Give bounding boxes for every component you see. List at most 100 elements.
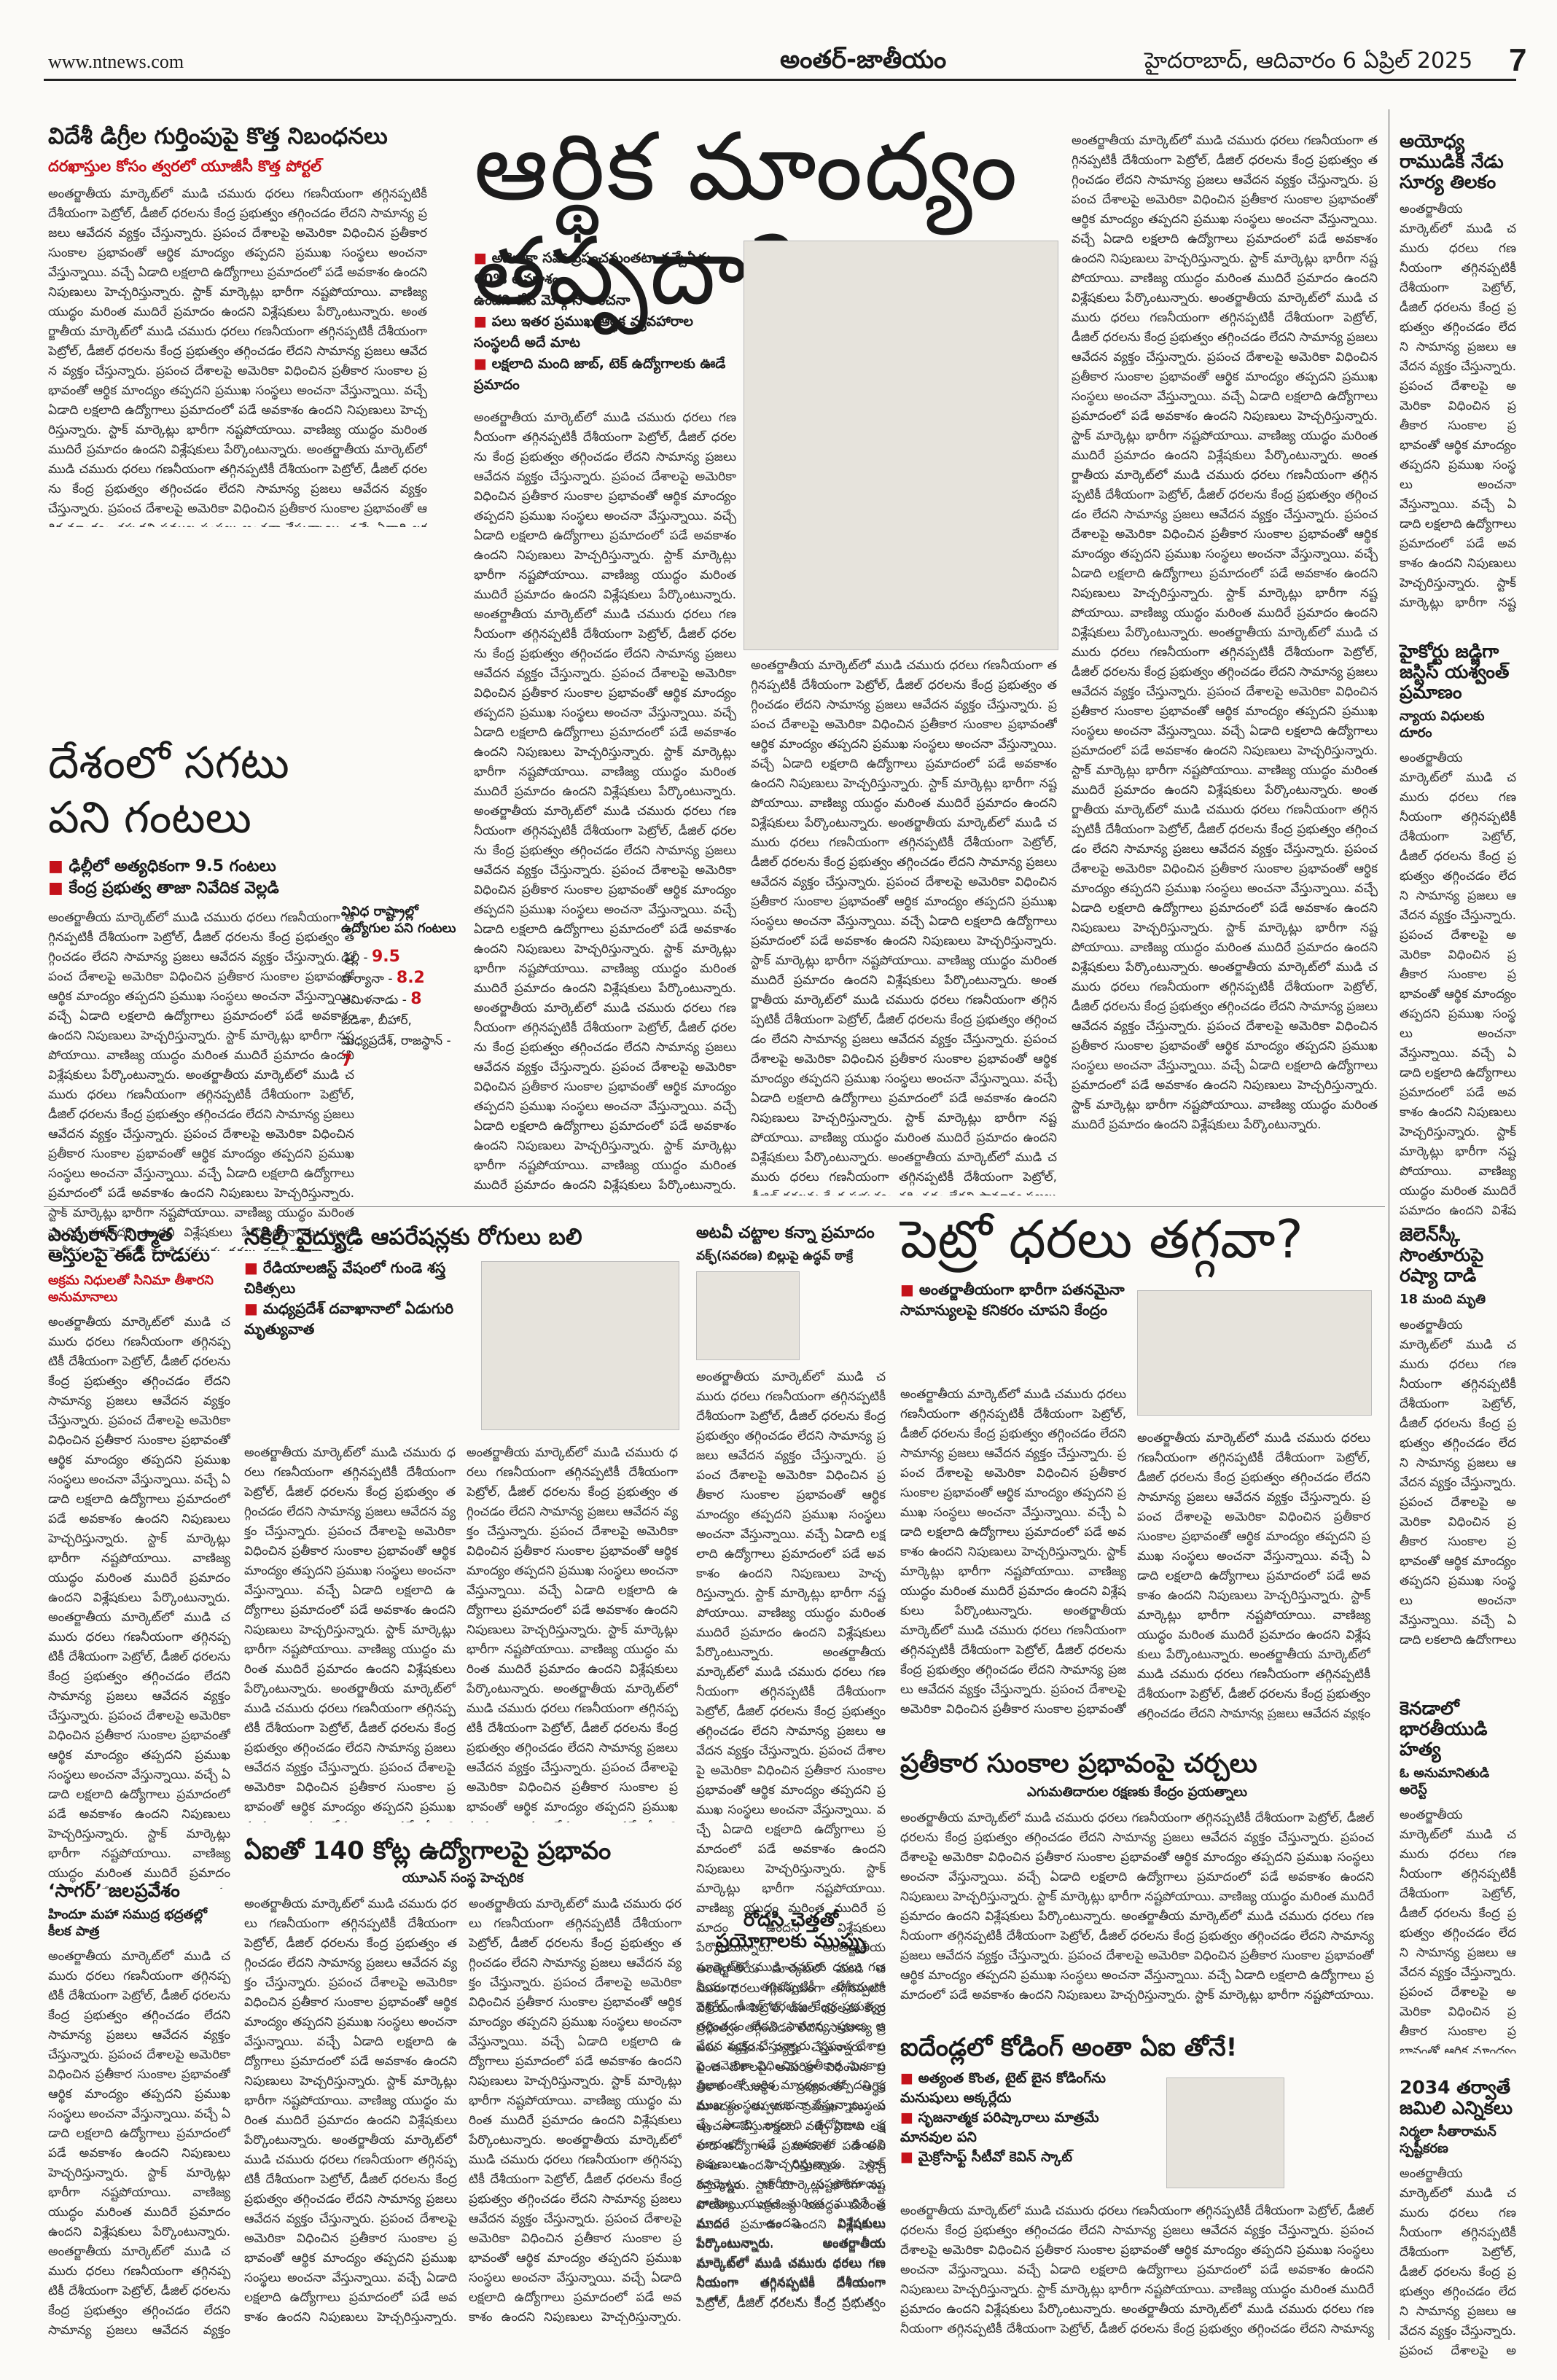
worktime-row: హర్యానా - 8.2 xyxy=(341,968,458,989)
empuraan-body: అంతర్జాతీయ మార్కెట్‌లో ముడి చమురు ధరలు గ… xyxy=(48,1315,230,1889)
hc-judge-subtitle: న్యాయ విధులకు దూరం xyxy=(1400,709,1485,741)
degrees-title: విదేశీ డిగ్రీల గుర్తింపుపై కొత్త నిబంధనల… xyxy=(48,123,388,149)
lead-bullet-3: ■ పలు ఇతర ప్రముఖ ఆర్థిక వ్యవహారాల సంస్థల… xyxy=(474,313,694,351)
worktime-row: ఢిల్లీ - 9.5 xyxy=(341,947,458,968)
hc-judge-article: హైకోర్టు జడ్జిగా జస్టిస్ యశ్వంత్ ప్రమాణం… xyxy=(1400,641,1516,1216)
worktime-row-value: 7 xyxy=(341,1052,353,1070)
space-debris-article: రోదసి చెత్తతో ప్రయోగాలకు ముప్పు అంతర్జాత… xyxy=(696,1909,886,2317)
ai-jobs-subtitle: యూఎన్ సంస్థ హెచ్చరిక xyxy=(402,1870,524,1887)
lead-body-col-2: అంతర్జాతీయ మార్కెట్‌లో ముడి చమురు ధరలు గ… xyxy=(751,658,1057,1195)
forest-law-subtitle: వక్ఫ్(సవరణ) బిల్లుపై ఉద్ధవ్ ఠాక్రే xyxy=(696,1248,854,1263)
hc-judge-title: హైకోర్టు జడ్జిగా జస్టిస్ యశ్వంత్ ప్రమాణం xyxy=(1400,641,1510,703)
ayodhya-article: అయోధ్య రాముడికి నేడు సూర్య తిలకం అంతర్జా… xyxy=(1400,131,1516,615)
canada-article: కెనడాలో భారతీయుడి హత్య ఓ అనుమానితుడి అరె… xyxy=(1400,1698,1516,2054)
degrees-subtitle: దరఖాస్తుల కోసం త్వరలో యూజీసీ కొత్త పోర్ట… xyxy=(48,157,321,175)
space-debris-body: అంతర్జాతీయ మార్కెట్‌లో ముడి చమురు ధరలు గ… xyxy=(696,1962,886,2317)
petrol-title: పెట్రో ధరలు తగ్గవా? xyxy=(900,1209,1303,1270)
empuraan-title: ఎంపురాన్ నిర్మాత ఆస్తులపై ఈడీ దాడులు xyxy=(48,1224,210,1265)
fake-doctor-bullet-1: ■ రేడియాలజిస్ట్ వేషంలో గుండె శస్త్ర చికి… xyxy=(244,1258,446,1297)
fake-doctor-title: నకిలీ వైద్యుడి ఆపరేషన్లకు రోగులు బలి xyxy=(244,1224,582,1250)
empuraan-article: ఎంపురాన్ నిర్మాత ఆస్తులపై ఈడీ దాడులు అక్… xyxy=(48,1225,230,1889)
petrol-body-1: అంతర్జాతీయ మార్కెట్‌లో ముడి చమురు ధరలు గ… xyxy=(900,1387,1126,1717)
site-url[interactable]: www.ntnews.com xyxy=(48,51,184,72)
coding-body: అంతర్జాతీయ మార్కెట్‌లో ముడి చమురు ధరలు గ… xyxy=(900,2204,1374,2336)
counter-tariff-body: అంతర్జాతీయ మార్కెట్‌లో ముడి చమురు ధరలు గ… xyxy=(900,1810,1374,2002)
ai-jobs-body-2: అంతర్జాతీయ మార్కెట్‌లో ముడి చమురు ధరలు గ… xyxy=(469,1896,682,2325)
worktime-bullet-2: ■ కేంద్ర ప్రభుత్వ తాజా నివేదిక వెల్లడి xyxy=(48,879,279,897)
counter-tariff-title: ప్రతీకార సుంకాల ప్రభావంపై చర్చలు xyxy=(900,1749,1257,1779)
fake-doctor-bullet-2: ■ మధ్యప్రదేశ్ దవాఖానాలో ఏడుగురి మృత్యువా… xyxy=(244,1299,454,1338)
ai-jobs-article: ఏఐతో 140 కోట్ల ఉద్యోగాలపై ప్రభావం యూఎన్ … xyxy=(244,1837,682,2325)
petrol-body-2: అంతర్జాతీయ మార్కెట్‌లో ముడి చమురు ధరలు గ… xyxy=(1137,1431,1370,1720)
counter-tariff-subtitle: ఎగుమతిదారుల రక్షణకు కేంద్రం ప్రయత్నాలు xyxy=(1027,1784,1247,1800)
coding-article: ఐదేండ్లలో కోడింగ్ అంతా ఏఐ తోనే! ■ అత్యంత… xyxy=(900,2034,1374,2167)
worktime-row: తమిళనాడు - 8 xyxy=(341,989,458,1010)
worktime-bullet-1: ■ ఢిల్లీలో అత్యధికంగా 9.5 గంటలు xyxy=(48,857,276,875)
page-number: 7 xyxy=(1509,42,1527,78)
zelensky-article: జెలెన్‌స్కీ సొంతూరుపై రష్యా దాడి 18 మంది… xyxy=(1400,1225,1516,1644)
ai-jobs-body-1: అంతర్జాతీయ మార్కెట్‌లో ముడి చమురు ధరలు గ… xyxy=(244,1896,457,2325)
worktime-row-state: ఒడిశా, బీహార్, మధ్యప్రదేశ్, రాజస్థాన్ - xyxy=(341,1013,451,1048)
ai-jobs-title: ఏఐతో 140 కోట్ల ఉద్యోగాలపై ప్రభావం xyxy=(244,1836,612,1865)
worktime-table-title: వివిధ రాష్ట్రాల్లో ఉద్యోగుల పని గంటలు xyxy=(341,904,456,936)
sagar-subtitle: హిందూ మహా సముద్ర భద్రతల్లో కీలక పాత్ర xyxy=(48,1907,208,1939)
elections-subtitle: నిర్మలా సీతారామన్ స్పష్టీకరణ xyxy=(1400,2124,1496,2156)
lead-bullet-4: ■ లక్షలాది మంది జాబ్, టెక్ ఉద్యోగాలకు ఊడ… xyxy=(474,356,726,393)
canada-subtitle: ఓ అనుమానితుడి అరెస్ట్ xyxy=(1400,1766,1490,1798)
uddhav-photo xyxy=(696,1271,800,1360)
zelensky-subtitle: 18 మంది మృతి xyxy=(1400,1292,1486,1307)
sagar-title: ‘సాగర్’ జలప్రవేశం xyxy=(48,1880,180,1901)
petrol-article: పెట్రో ధరలు తగ్గవా? ■ అంతర్జాతీయంగా భారీ… xyxy=(900,1210,1374,1320)
worktime-row: ఒడిశా, బీహార్, మధ్యప్రదేశ్, రాజస్థాన్ - … xyxy=(341,1010,458,1072)
lead-body-col-3: అంతర్జాతీయ మార్కెట్‌లో ముడి చమురు ధరలు గ… xyxy=(1072,133,1378,1132)
lead-bullet-2: ఉందని జేపీ మోర్గాన్ అంచనా xyxy=(474,292,631,308)
elections-title: 2034 తర్వాతే జమిలి ఎన్నికలు xyxy=(1400,2077,1513,2118)
zelensky-title: జెలెన్‌స్కీ సొంతూరుపై రష్యా దాడి xyxy=(1400,1224,1484,1286)
fake-doctor-body-2: అంతర్జాతీయ మార్కెట్‌లో ముడి చమురు ధరలు గ… xyxy=(467,1445,678,1822)
hc-judge-body: అంతర్జాతీయ మార్కెట్‌లో ముడి చమురు ధరలు గ… xyxy=(1400,751,1516,1215)
page-header: www.ntnews.com అంతర్-జాతీయం హైదరాబాద్, ఆ… xyxy=(0,0,1557,78)
sagar-article: ‘సాగర్’ జలప్రవేశం హిందూ మహా సముద్ర భద్రత… xyxy=(48,1881,230,2341)
zelensky-body: అంతర్జాతీయ మార్కెట్‌లో ముడి చమురు ధరలు గ… xyxy=(1400,1317,1516,1644)
section-name: అంతర్-జాతీయం xyxy=(780,45,947,74)
coding-bullet-3: ■ మైక్రోసాఫ్ట్ సీటీవో కెవిన్ స్కాట్ xyxy=(900,2149,1073,2166)
worktime-body: అంతర్జాతీయ మార్కెట్‌లో ముడి చమురు ధరలు గ… xyxy=(48,910,354,1251)
coding-bullet-1: ■ అత్యంత కొంత, టైట్ బైన కోడింగ్‌ను మనుషు… xyxy=(900,2070,1106,2107)
worktime-row-value: 8 xyxy=(410,990,422,1008)
worktime-row-state: హర్యానా - xyxy=(341,972,397,986)
empuraan-subtitle: అక్రమ నిధులతో సినిమా తీశారని అనుమానాలు xyxy=(48,1273,214,1305)
petrol-bullet-1: ■ అంతర్జాతీయంగా భారీగా పతనమైనా సామాన్యుల… xyxy=(900,1280,1125,1319)
worktime-table: వివిధ రాష్ట్రాల్లో ఉద్యోగుల పని గంటలు ఢి… xyxy=(341,904,458,1072)
forest-law-body: అంతర్జాతీయ మార్కెట్‌లో ముడి చమురు ధరలు గ… xyxy=(696,1369,886,2301)
worktime-row-state: ఢిల్లీ - xyxy=(341,951,372,965)
fake-doctor-body-1: అంతర్జాతీయ మార్కెట్‌లో ముడి చమురు ధరలు గ… xyxy=(244,1445,456,1822)
worktime-row-value: 8.2 xyxy=(396,969,425,987)
coding-title: ఐదేండ్లలో కోడింగ్ అంతా ఏఐ తోనే! xyxy=(900,2033,1238,2062)
forest-law-title: అటవీ చట్టాల కన్నా ప్రమాదం xyxy=(696,1224,875,1242)
fake-doctor-article: నకిలీ వైద్యుడి ఆపరేషన్లకు రోగులు బలి ■ ర… xyxy=(244,1225,682,1339)
ayodhya-title: అయోధ్య రాముడికి నేడు సూర్య తిలకం xyxy=(1400,130,1504,192)
doctor-photo xyxy=(481,1261,679,1430)
header-rule xyxy=(44,79,1516,81)
worktime-title: దేశంలో సగటు పని గంటలు xyxy=(48,738,289,843)
degrees-article: విదేశీ డిగ్రీల గుర్తింపుపై కొత్త నిబంధనల… xyxy=(48,124,427,527)
elections-article: 2034 తర్వాతే జమిలి ఎన్నికలు నిర్మలా సీతా… xyxy=(1400,2077,1516,2361)
canada-body: అంతర్జాతీయ మార్కెట్‌లో ముడి చమురు ధరలు గ… xyxy=(1400,1808,1516,2053)
worktime-row-value: 9.5 xyxy=(371,948,400,966)
worktime-article: దేశంలో సగటు పని గంటలు ■ ఢిల్లీలో అత్యధిక… xyxy=(48,736,471,1251)
coding-bullet-2: ■ సృజనాత్మక పరిష్కారాలు మాత్రమే మానవుల ప… xyxy=(900,2110,1099,2146)
counter-tariff-article: ప్రతీకార సుంకాల ప్రభావంపై చర్చలు ఎగుమతిద… xyxy=(900,1749,1374,2005)
ayodhya-body: అంతర్జాతీయ మార్కెట్‌లో ముడి చమురు ధరలు గ… xyxy=(1400,202,1516,610)
petrol-pump-photo xyxy=(1137,1290,1372,1416)
lead-body-col-1: అంతర్జాతీయ మార్కెట్‌లో ముడి చమురు ధరలు గ… xyxy=(474,410,736,1193)
worktime-row-state: తమిళనాడు - xyxy=(341,993,411,1007)
kevin-scott-photo xyxy=(1166,2077,1284,2188)
sagar-body: అంతర్జాతీయ మార్కెట్‌లో ముడి చమురు ధరలు గ… xyxy=(48,1949,230,2338)
canada-title: కెనడాలో భారతీయుడి హత్య xyxy=(1400,1698,1488,1760)
degrees-body: అంతర్జాతీయ మార్కెట్‌లో ముడి చమురు ధరలు గ… xyxy=(48,186,427,527)
lead-bullet-1: ■ అమెరికా సహా ప్రపంచమంతటా వచ్చేఏడు 60% అ… xyxy=(474,250,712,287)
issue-date: హైదరాబాద్, ఆదివారం 6 ఏప్రిల్ 2025 xyxy=(1144,48,1473,74)
forest-law-article: అటవీ చట్టాల కన్నా ప్రమాదం వక్ఫ్(సవరణ) బి… xyxy=(696,1224,886,2301)
elections-body: అంతర్జాతీయ మార్కెట్‌లో ముడి చమురు ధరలు గ… xyxy=(1400,2166,1516,2358)
mid-divider xyxy=(44,1206,1385,1207)
